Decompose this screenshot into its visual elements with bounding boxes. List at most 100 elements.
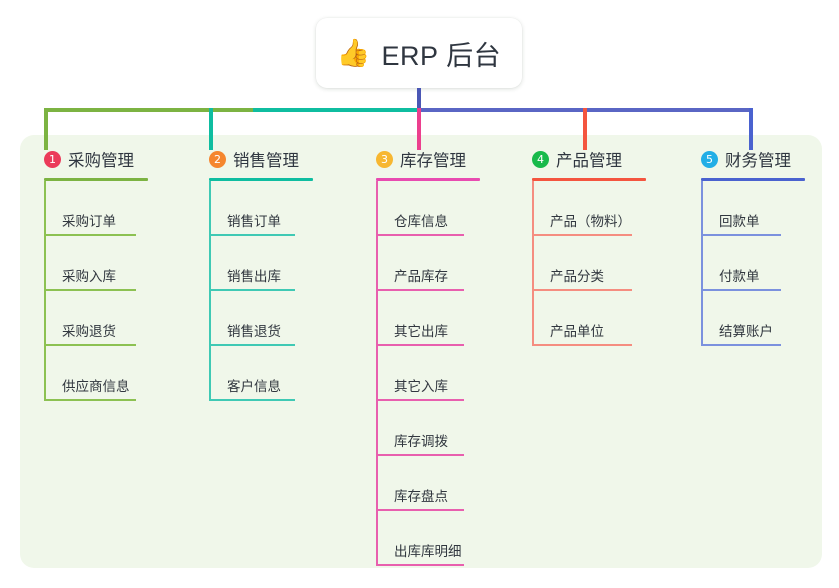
leaf-item[interactable]: 产品分类 bbox=[532, 236, 646, 291]
branch-number-badge: 2 bbox=[209, 150, 226, 168]
root-stem-connector bbox=[417, 88, 421, 108]
branch-header-4[interactable]: 4 产品管理 bbox=[532, 146, 646, 172]
leaf-underline bbox=[209, 289, 295, 291]
leaf-item-label: 库存调拨 bbox=[394, 434, 448, 449]
branch-stub-5 bbox=[749, 108, 753, 150]
leaf-underline bbox=[376, 564, 464, 566]
leaf-item[interactable]: 产品库存 bbox=[376, 236, 480, 291]
leaf-item[interactable]: 结算账户 bbox=[701, 291, 805, 346]
branch-number-badge: 1 bbox=[44, 150, 61, 168]
branch-header-2[interactable]: 2 销售管理 bbox=[209, 146, 313, 172]
leaf-item[interactable]: 其它出库 bbox=[376, 291, 480, 346]
leaf-item-label: 其它出库 bbox=[394, 324, 448, 339]
leaf-underline bbox=[376, 454, 464, 456]
root-node-title: ERP 后台 bbox=[381, 40, 502, 71]
thumbs-up-icon: 👍 bbox=[336, 37, 371, 68]
leaf-item[interactable]: 采购入库 bbox=[44, 236, 148, 291]
branch-column-3: 3 库存管理仓库信息产品库存其它出库其它入库库存调拨库存盘点出库库明细 bbox=[376, 146, 480, 566]
leaf-item[interactable]: 出库库明细 bbox=[376, 511, 480, 566]
leaf-underline bbox=[376, 399, 464, 401]
leaf-underline bbox=[701, 344, 781, 346]
leaf-item-label: 结算账户 bbox=[719, 324, 773, 339]
leaf-item-label: 回款单 bbox=[719, 214, 760, 229]
leaf-item-label: 付款单 bbox=[719, 269, 760, 284]
leaf-item-label: 仓库信息 bbox=[394, 214, 448, 229]
branch-leaf-list-5: 回款单付款单结算账户 bbox=[701, 181, 805, 346]
root-node[interactable]: 👍 ERP 后台 bbox=[316, 18, 522, 88]
leaf-item-label: 供应商信息 bbox=[62, 379, 130, 394]
leaf-underline bbox=[376, 234, 464, 236]
branch-stub-1 bbox=[44, 108, 48, 150]
branch-rail bbox=[376, 181, 378, 566]
leaf-item-label: 出库库明细 bbox=[394, 544, 462, 559]
branch-column-2: 2 销售管理销售订单销售出库销售退货客户信息 bbox=[209, 146, 313, 401]
bus-segment-2 bbox=[253, 108, 419, 112]
branch-column-4: 4 产品管理产品（物料） 产品分类产品单位 bbox=[532, 146, 646, 346]
leaf-item[interactable]: 付款单 bbox=[701, 236, 805, 291]
diagram-panel bbox=[20, 135, 822, 568]
leaf-underline bbox=[209, 344, 295, 346]
leaf-underline bbox=[376, 344, 464, 346]
branch-rail bbox=[209, 181, 211, 401]
leaf-item-label: 采购订单 bbox=[62, 214, 116, 229]
leaf-item[interactable]: 仓库信息 bbox=[376, 181, 480, 236]
leaf-underline bbox=[44, 399, 136, 401]
leaf-item[interactable]: 其它入库 bbox=[376, 346, 480, 401]
leaf-item-label: 销售订单 bbox=[227, 214, 281, 229]
leaf-item[interactable]: 库存盘点 bbox=[376, 456, 480, 511]
branch-leaf-list-1: 采购订单采购入库采购退货供应商信息 bbox=[44, 181, 148, 401]
leaf-underline bbox=[209, 399, 295, 401]
branch-underline bbox=[376, 178, 480, 181]
leaf-item[interactable]: 供应商信息 bbox=[44, 346, 148, 401]
branch-underline bbox=[44, 178, 148, 181]
leaf-underline bbox=[701, 289, 781, 291]
leaf-item[interactable]: 销售订单 bbox=[209, 181, 313, 236]
leaf-item[interactable]: 库存调拨 bbox=[376, 401, 480, 456]
branch-stub-3 bbox=[417, 108, 421, 150]
leaf-item-label: 产品单位 bbox=[550, 324, 604, 339]
leaf-item-label: 库存盘点 bbox=[394, 489, 448, 504]
branch-underline bbox=[701, 178, 805, 181]
branch-number-badge: 3 bbox=[376, 150, 393, 168]
branch-title: 销售管理 bbox=[233, 152, 299, 170]
leaf-item[interactable]: 客户信息 bbox=[209, 346, 313, 401]
branch-header-3[interactable]: 3 库存管理 bbox=[376, 146, 480, 172]
branch-leaf-list-4: 产品（物料） 产品分类产品单位 bbox=[532, 181, 646, 346]
leaf-underline bbox=[44, 234, 136, 236]
leaf-underline bbox=[209, 234, 295, 236]
leaf-item-label: 产品（物料） bbox=[550, 214, 631, 229]
leaf-item[interactable]: 销售出库 bbox=[209, 236, 313, 291]
branch-number-badge: 5 bbox=[701, 150, 718, 168]
leaf-item-label: 客户信息 bbox=[227, 379, 281, 394]
leaf-item[interactable]: 销售退货 bbox=[209, 291, 313, 346]
leaf-item[interactable]: 采购退货 bbox=[44, 291, 148, 346]
branch-rail bbox=[701, 181, 703, 346]
branch-rail bbox=[44, 181, 46, 401]
leaf-item-label: 销售出库 bbox=[227, 269, 281, 284]
branch-leaf-list-3: 仓库信息产品库存其它出库其它入库库存调拨库存盘点出库库明细 bbox=[376, 181, 480, 566]
leaf-item[interactable]: 回款单 bbox=[701, 181, 805, 236]
branch-rail bbox=[532, 181, 534, 346]
leaf-underline bbox=[701, 234, 781, 236]
leaf-underline bbox=[532, 344, 632, 346]
leaf-underline bbox=[44, 344, 136, 346]
leaf-item-label: 产品库存 bbox=[394, 269, 448, 284]
branch-number-badge: 4 bbox=[532, 150, 549, 168]
leaf-underline bbox=[376, 509, 464, 511]
leaf-underline bbox=[44, 289, 136, 291]
leaf-item[interactable]: 产品单位 bbox=[532, 291, 646, 346]
leaf-underline bbox=[532, 289, 632, 291]
branch-title: 产品管理 bbox=[556, 152, 622, 170]
bus-segment-1 bbox=[44, 108, 253, 112]
leaf-item-label: 其它入库 bbox=[394, 379, 448, 394]
branch-title: 库存管理 bbox=[400, 152, 466, 170]
leaf-item[interactable]: 采购订单 bbox=[44, 181, 148, 236]
leaf-item[interactable]: 产品（物料） bbox=[532, 181, 646, 236]
leaf-underline bbox=[376, 289, 464, 291]
leaf-underline bbox=[532, 234, 632, 236]
